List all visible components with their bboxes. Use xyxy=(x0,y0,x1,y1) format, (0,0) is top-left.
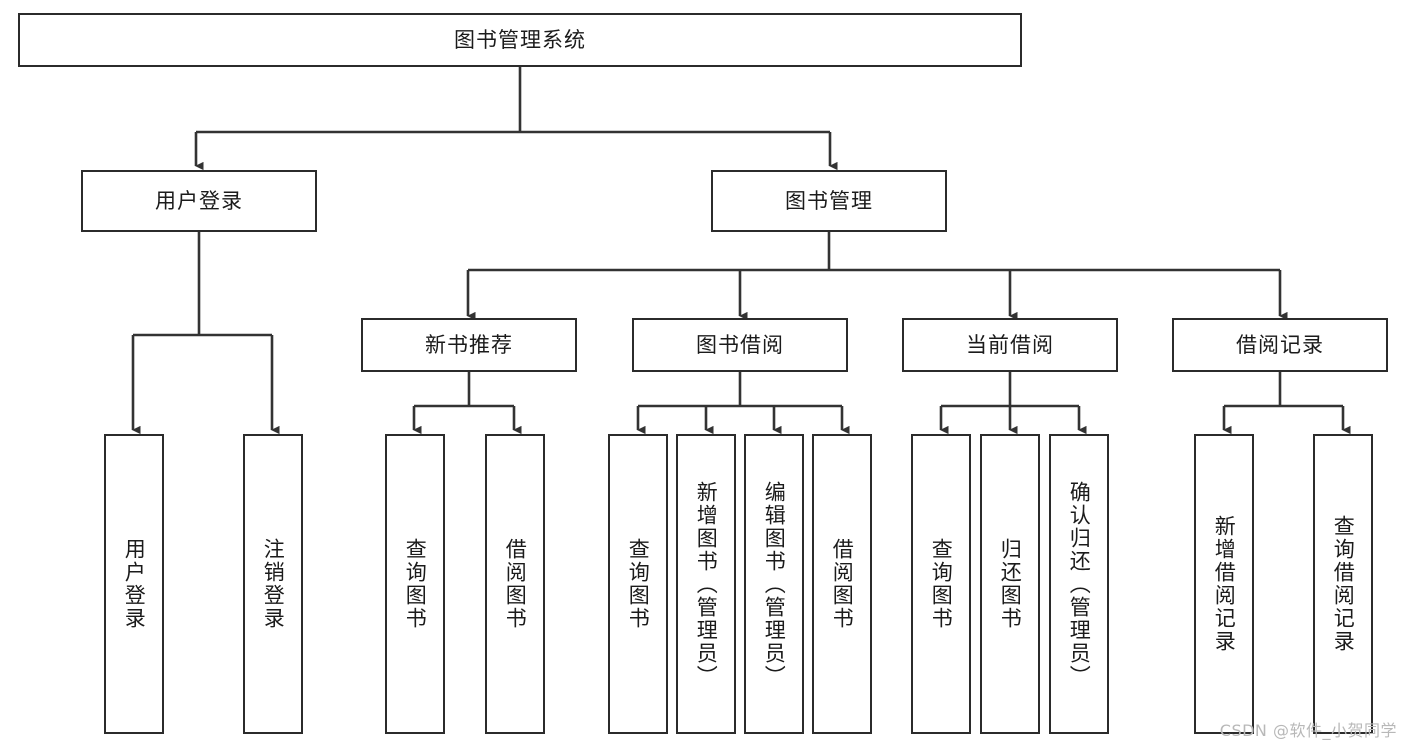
node-new-book-recommend[interactable]: 新书推荐 xyxy=(361,318,577,372)
node-borrow-record-label: 借阅记录 xyxy=(1236,332,1324,357)
leaf-label: 查询图书 xyxy=(929,538,954,630)
leaf-label: 新增图书（管理员） xyxy=(694,480,719,688)
leaf-label: 查询图书 xyxy=(626,538,651,630)
leaf-label: 确认归还（管理员） xyxy=(1067,480,1092,688)
leaf-label: 查询借阅记录 xyxy=(1331,515,1356,653)
leaf-label: 用户登录 xyxy=(122,538,147,630)
leaf-borrow-borrow-book[interactable]: 借阅图书 xyxy=(812,434,872,734)
node-root-label: 图书管理系统 xyxy=(454,27,586,52)
leaf-borrow-add-book[interactable]: 新增图书（管理员） xyxy=(676,434,736,734)
csdn-watermark: CSDN @软件_小贺同学 xyxy=(1219,721,1397,740)
leaf-borrow-query-book[interactable]: 查询图书 xyxy=(608,434,668,734)
node-book-management[interactable]: 图书管理 xyxy=(711,170,947,232)
leaf-user-login-login[interactable]: 用户登录 xyxy=(104,434,164,734)
leaf-current-confirm-return[interactable]: 确认归还（管理员） xyxy=(1049,434,1109,734)
leaf-label: 借阅图书 xyxy=(830,538,855,630)
leaf-user-login-logout[interactable]: 注销登录 xyxy=(243,434,303,734)
leaf-label: 新增借阅记录 xyxy=(1212,515,1237,653)
node-book-management-label: 图书管理 xyxy=(785,188,873,213)
leaf-borrow-edit-book[interactable]: 编辑图书（管理员） xyxy=(744,434,804,734)
leaf-current-query-book[interactable]: 查询图书 xyxy=(911,434,971,734)
leaf-label: 查询图书 xyxy=(403,538,428,630)
node-root-system[interactable]: 图书管理系统 xyxy=(18,13,1022,67)
node-current-borrow-label: 当前借阅 xyxy=(966,332,1054,357)
leaf-label: 编辑图书（管理员） xyxy=(762,480,787,688)
node-book-borrow-label: 图书借阅 xyxy=(696,332,784,357)
leaf-new-book-query[interactable]: 查询图书 xyxy=(385,434,445,734)
node-borrow-record[interactable]: 借阅记录 xyxy=(1172,318,1388,372)
leaf-record-add[interactable]: 新增借阅记录 xyxy=(1194,434,1254,734)
node-book-borrow[interactable]: 图书借阅 xyxy=(632,318,848,372)
leaf-label: 借阅图书 xyxy=(503,538,528,630)
node-new-book-recommend-label: 新书推荐 xyxy=(425,332,513,357)
leaf-record-query[interactable]: 查询借阅记录 xyxy=(1313,434,1373,734)
leaf-label: 注销登录 xyxy=(261,538,286,630)
node-current-borrow[interactable]: 当前借阅 xyxy=(902,318,1118,372)
node-user-login[interactable]: 用户登录 xyxy=(81,170,317,232)
leaf-label: 归还图书 xyxy=(998,538,1023,630)
leaf-current-return-book[interactable]: 归还图书 xyxy=(980,434,1040,734)
node-user-login-label: 用户登录 xyxy=(155,188,243,213)
leaf-new-book-borrow[interactable]: 借阅图书 xyxy=(485,434,545,734)
